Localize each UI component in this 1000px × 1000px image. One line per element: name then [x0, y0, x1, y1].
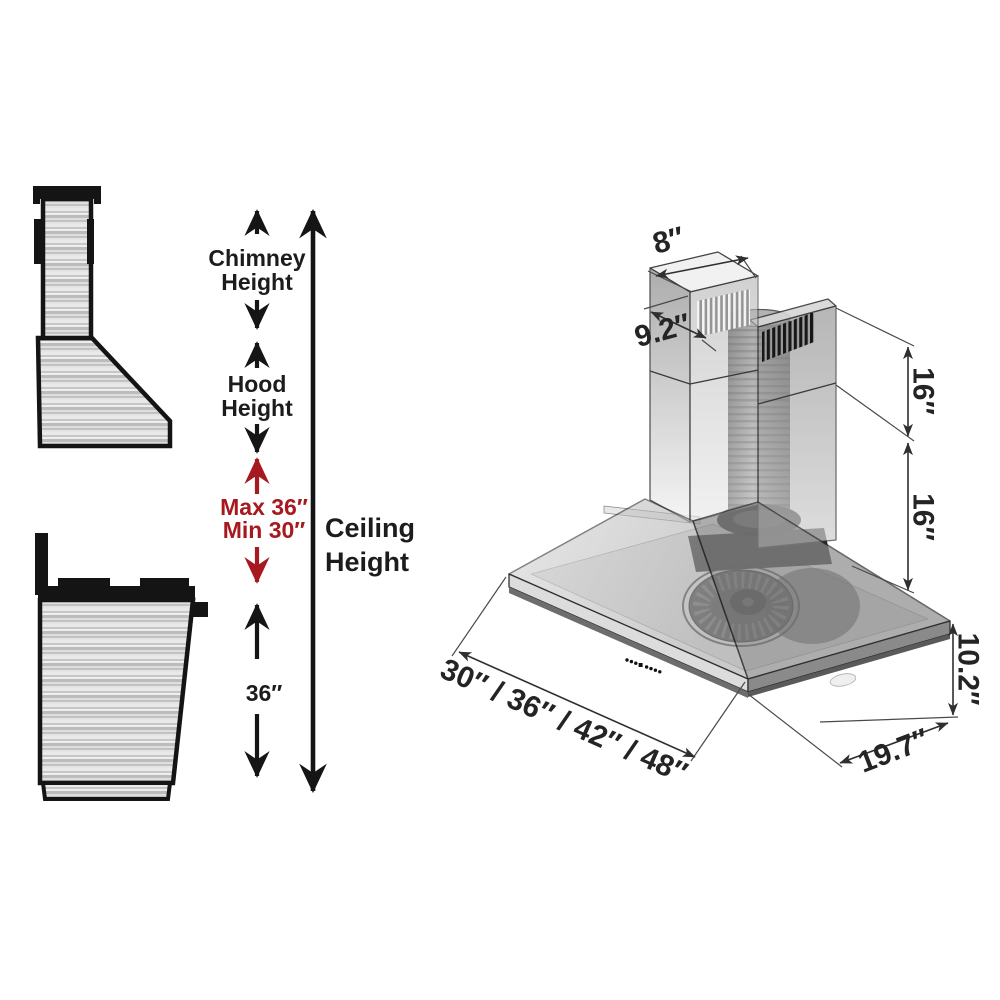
dim-line-widths [458, 651, 696, 758]
hood-button [653, 668, 658, 672]
hood-button [658, 670, 662, 674]
range-knob [192, 602, 208, 617]
hood-side-view [33, 186, 173, 449]
dim-label-widths: 30″ / 36″ / 42″ / 48″ [435, 653, 692, 791]
tie-width-left [451, 576, 507, 657]
tie-92-left [643, 295, 689, 310]
dim-label-8: 8″ [649, 221, 688, 261]
hood-button [649, 666, 653, 671]
hood-display [638, 663, 643, 667]
front-shell-seam [649, 369, 759, 385]
front-shell-vents [697, 289, 750, 337]
hood-button [644, 665, 649, 669]
range-backsplash [35, 533, 48, 595]
hood-button [625, 658, 629, 662]
side-chimney-cap [33, 186, 101, 199]
iso-dimension-lines [458, 255, 958, 764]
measure-labels: Chimney Height Hood Height Max 36″ Min 3… [208, 245, 415, 706]
rear-shell-vents [762, 312, 814, 362]
side-cap-lip-left [33, 197, 40, 204]
dim-line-92 [650, 311, 707, 339]
dim-label-16-lower: 16″ [907, 493, 940, 541]
ceiling-height-label-line1: Ceiling [325, 513, 415, 543]
hood-lamp [829, 673, 857, 687]
tie-16-mid [835, 384, 915, 442]
hood-height-label-line1: Hood [228, 371, 287, 397]
hood-height-label-line2: Height [221, 395, 293, 421]
iso-pyramid-hood [508, 498, 951, 698]
range-burner-right [140, 578, 189, 587]
dim-line-197 [839, 722, 949, 764]
cooktop-gap-label: 36″ [246, 680, 283, 706]
dim-label-102: 10.2″ [952, 633, 985, 706]
iso-hood-figure [508, 251, 951, 698]
range-drawer [40, 781, 173, 801]
side-chimney [40, 196, 94, 341]
range-body [37, 597, 196, 786]
tie-92-right [701, 339, 717, 352]
ceiling-height-label-line2: Height [325, 547, 409, 577]
side-cap-lip-right [94, 197, 101, 204]
hood-rim-right-lip [748, 634, 950, 697]
tie-8-left [647, 270, 693, 293]
chimney-height-label-line2: Height [221, 269, 293, 295]
mount-min-label: Min 30″ [223, 517, 306, 543]
range-side-view [35, 533, 208, 801]
side-bracket-left [34, 219, 41, 264]
chimney-height-label-line1: Chimney [208, 245, 305, 271]
iso-front-chimney-shell [649, 251, 759, 523]
dim-line-8 [655, 255, 749, 279]
tie-102-bottom [819, 716, 959, 723]
dim-label-197: 19.7″ [854, 723, 934, 780]
range-burner-left [58, 578, 110, 587]
tie-197-left [747, 693, 843, 768]
tie-width-right [690, 681, 746, 762]
front-shell-left-face [649, 267, 691, 523]
range-cooktop [38, 586, 195, 600]
side-bracket-right [87, 219, 94, 264]
dim-label-16-upper: 16″ [907, 367, 940, 415]
hood-button [634, 661, 638, 665]
hood-control-buttons [625, 658, 662, 674]
mount-max-label: Max 36″ [220, 494, 308, 520]
tie-16-top [835, 307, 915, 347]
rear-shell-seam [757, 382, 837, 405]
hood-button [629, 659, 634, 664]
side-hood-body [35, 335, 173, 449]
measure-column [244, 208, 327, 794]
